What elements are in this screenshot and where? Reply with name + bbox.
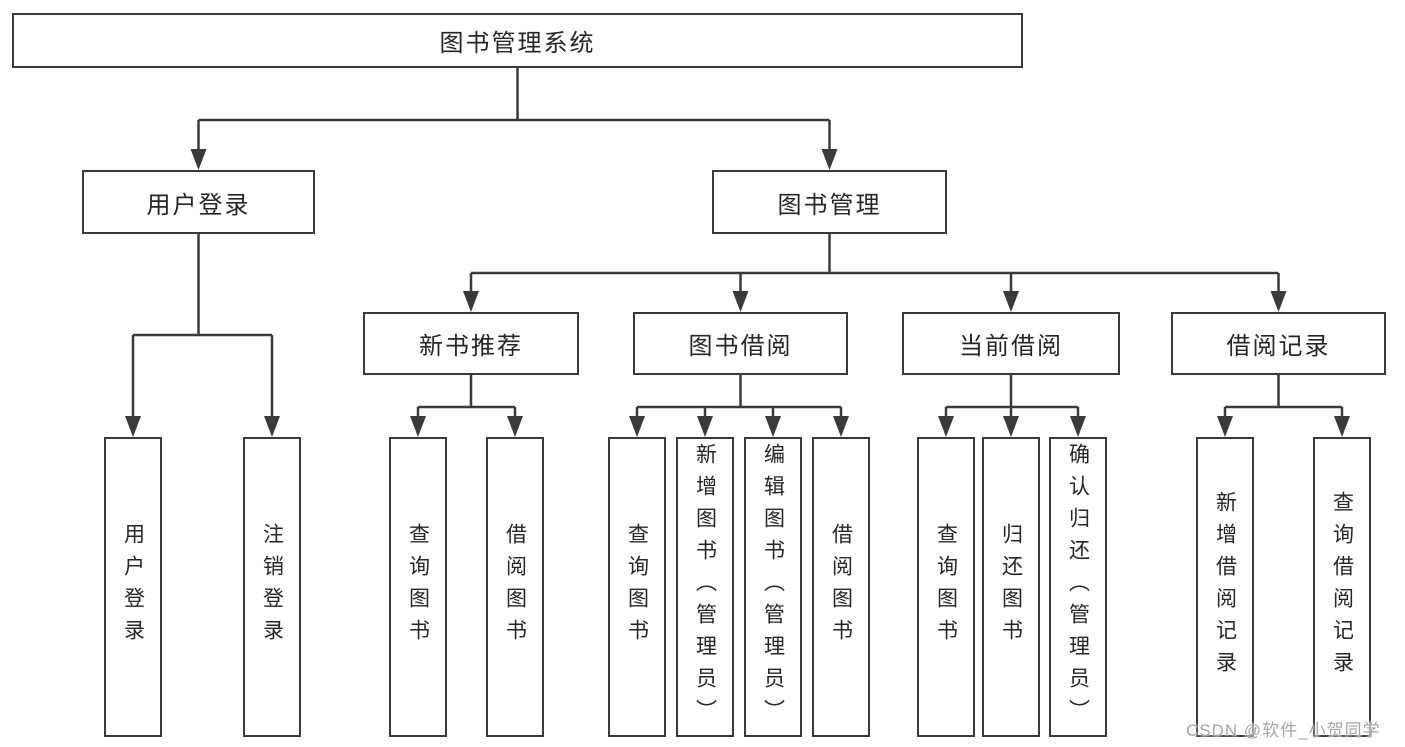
node-book-management: 图书管理 (712, 170, 947, 234)
leaf-label: 查询图书 (625, 523, 649, 651)
csdn-watermark: CSDN @软件_小贺同学 (1186, 721, 1381, 740)
leaf-current-confirm-return-admin: 确认归还（管理员） (1049, 437, 1107, 737)
leaf-label: 查询借阅记录 (1330, 491, 1354, 683)
node-label: 当前借阅 (959, 333, 1063, 360)
node-new-book-recommend: 新书推荐 (363, 312, 579, 375)
node-label: 图书管理系统 (439, 30, 596, 57)
node-borrowing-records: 借阅记录 (1171, 312, 1386, 375)
leaf-label: 编辑图书（管理员） (761, 443, 785, 731)
node-user-login: 用户登录 (82, 170, 315, 234)
leaf-borrow-add-books-admin: 新增图书（管理员） (676, 437, 734, 737)
leaf-label: 借阅图书 (503, 523, 527, 651)
node-label: 新书推荐 (419, 333, 523, 360)
leaf-label: 注销登录 (260, 523, 284, 651)
leaf-label: 查询图书 (406, 523, 430, 651)
leaf-borrow-edit-books-admin: 编辑图书（管理员） (744, 437, 802, 737)
leaf-label: 查询图书 (934, 523, 958, 651)
leaf-borrow-borrow-books: 借阅图书 (812, 437, 870, 737)
leaf-records-query-record: 查询借阅记录 (1313, 437, 1371, 737)
leaf-user-login: 用户登录 (104, 437, 162, 737)
node-library-management-system: 图书管理系统 (12, 13, 1023, 68)
leaf-current-return-books: 归还图书 (982, 437, 1040, 737)
node-current-borrowing: 当前借阅 (902, 312, 1120, 375)
leaf-label: 确认归还（管理员） (1066, 443, 1090, 731)
node-label: 图书管理 (777, 191, 882, 219)
leaf-logout: 注销登录 (243, 437, 301, 737)
leaf-borrow-query-books: 查询图书 (608, 437, 666, 737)
node-label: 用户登录 (146, 191, 251, 219)
leaf-newbook-borrow-books: 借阅图书 (486, 437, 544, 737)
leaf-label: 借阅图书 (829, 523, 853, 651)
leaf-records-add-record: 新增借阅记录 (1196, 437, 1254, 737)
leaf-label: 新增借阅记录 (1213, 491, 1237, 683)
node-book-borrowing: 图书借阅 (633, 312, 848, 375)
leaf-current-query-books: 查询图书 (917, 437, 975, 737)
node-label: 借阅记录 (1226, 333, 1331, 360)
leaf-label: 用户登录 (121, 523, 145, 651)
node-label: 图书借阅 (688, 333, 793, 360)
leaf-label: 新增图书（管理员） (693, 443, 717, 731)
leaf-label: 归还图书 (999, 523, 1023, 651)
leaf-newbook-query-books: 查询图书 (389, 437, 447, 737)
